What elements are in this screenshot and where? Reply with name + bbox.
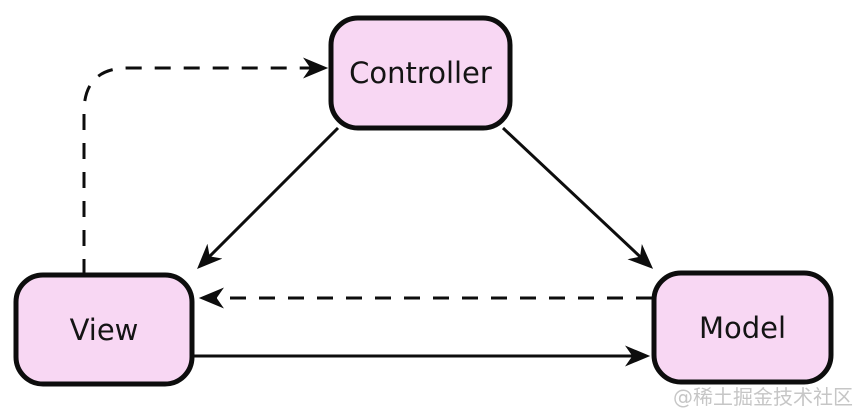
node-model: Model (651, 270, 834, 385)
node-controller-box (328, 15, 513, 131)
node-controller-label: Controller (349, 56, 492, 90)
node-view-box (13, 272, 195, 387)
node-model-box (651, 270, 834, 385)
node-view: View (13, 272, 195, 387)
edge-view-to-controller-dashed-arrow (82, 57, 329, 275)
edge-controller-to-view-solid-arrow (197, 126, 340, 269)
node-view-label: View (70, 313, 139, 347)
edge-controller-to-model-solid-arrow (501, 126, 654, 269)
node-controller: Controller (328, 15, 513, 131)
watermark-text: @稀土掘金技术社区 (673, 385, 853, 409)
node-model-label: Model (699, 311, 786, 345)
